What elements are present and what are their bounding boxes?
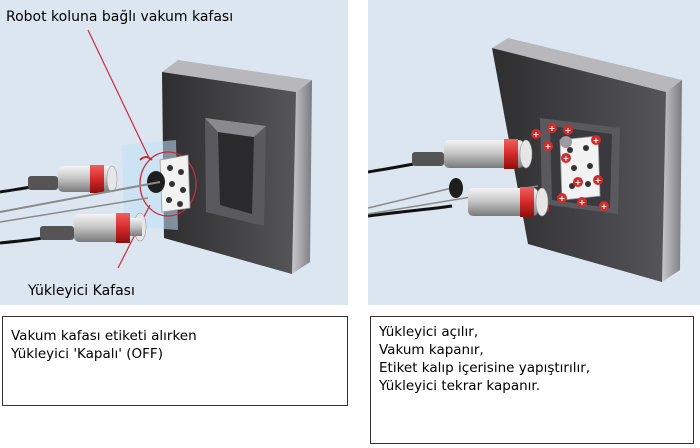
callout-line-loader — [117, 204, 151, 269]
caption-line: Etiket kalıp içerisine yapıştırılır, — [379, 360, 591, 376]
loader-cylinder-lower — [0, 212, 147, 245]
right-caption-box: Yükleyici açılır, Vakum kapanır, Etiket … — [370, 316, 694, 444]
svg-text:+: + — [593, 136, 600, 145]
svg-text:+: + — [601, 202, 608, 211]
plus-charge-icon: + — [563, 125, 573, 135]
caption-line: Vakum kafası etiketi alırken — [11, 328, 197, 344]
svg-text:+: + — [533, 130, 540, 139]
plus-charge-icon: + — [577, 197, 587, 207]
left-diagram-panel: Robot koluna bağlı vakum kafası Yükleyic… — [0, 0, 348, 305]
svg-text:+: + — [579, 198, 586, 207]
caption-line: Vakum kapanır, — [379, 342, 484, 358]
plus-charge-icon: + — [573, 177, 583, 187]
plus-charge-icon: + — [561, 153, 571, 163]
caption-line: Yükleyici tekrar kapanır. — [379, 378, 541, 394]
plus-charge-icon: + — [557, 193, 567, 203]
loader-cylinder-lower — [368, 185, 549, 218]
plus-charge-icon: + — [543, 141, 553, 151]
loader-cylinder-upper — [368, 139, 533, 174]
caption-line: Yükleyici 'Kapalı' (OFF) — [11, 346, 163, 362]
plus-charge-icon: + — [599, 201, 609, 211]
svg-text:+: + — [595, 176, 602, 185]
left-caption-box: Vakum kafası etiketi alırken Yükleyici '… — [2, 316, 348, 406]
svg-text:+: + — [545, 142, 552, 151]
plus-charge-icon: + — [591, 135, 601, 145]
plus-charge-icon: + — [593, 175, 603, 185]
vacuum-head-label: Robot koluna bağlı vakum kafası — [6, 9, 234, 25]
right-diagram-panel: + + + + + + + + + + + + — [368, 0, 700, 305]
plus-charge-icon: + — [531, 129, 541, 139]
mold-block — [162, 60, 312, 274]
caption-line: Yükleyici açılır, — [379, 324, 479, 340]
left-diagram-illustration — [0, 0, 348, 305]
guide-rod-lower — [0, 197, 149, 223]
loader-cylinder-upper — [0, 165, 118, 194]
callout-line-vacuum — [87, 29, 151, 161]
svg-text:+: + — [563, 154, 570, 163]
vacuum-head — [139, 154, 191, 213]
svg-text:+: + — [565, 126, 572, 135]
vacuum-head — [368, 178, 463, 209]
svg-text:+: + — [549, 124, 556, 133]
svg-text:+: + — [559, 194, 566, 203]
plus-charge-icon: + — [547, 123, 557, 133]
svg-text:+: + — [575, 178, 582, 187]
loader-head-label: Yükleyici Kafası — [28, 283, 135, 299]
callout-circle — [139, 151, 197, 217]
right-diagram-illustration: + + + + + + + + + + + + — [368, 0, 700, 305]
guide-rod-upper — [0, 181, 161, 213]
